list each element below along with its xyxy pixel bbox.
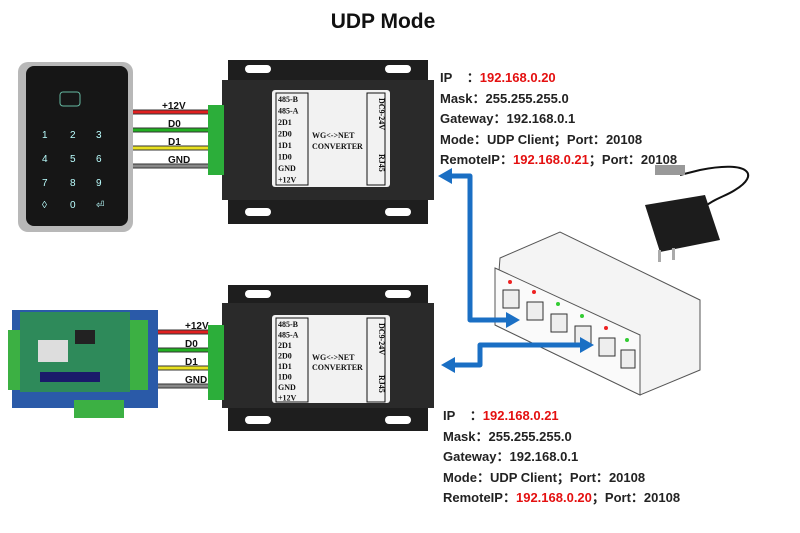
converter-name: WG<->NET bbox=[312, 353, 355, 362]
info-bottom: IP ：192.168.0.21 Mask：255.255.255.0 Gate… bbox=[443, 408, 681, 505]
converter-name: CONVERTER bbox=[312, 363, 363, 372]
converter-name: WG<->NET bbox=[312, 131, 355, 140]
wire-label: +12V bbox=[185, 321, 209, 332]
pin-label: 1D1 bbox=[278, 362, 292, 371]
svg-text:5: 5 bbox=[70, 154, 76, 165]
pin-label: 2D0 bbox=[278, 130, 292, 139]
keypad-reader: 1 2 3 4 5 6 7 8 9 ◊ 0 ⏎ bbox=[18, 62, 133, 232]
pin-label: GND bbox=[278, 164, 296, 173]
power-label: DC9-24V bbox=[377, 323, 386, 355]
pin-label: 485-A bbox=[278, 107, 299, 116]
converter-bottom bbox=[208, 285, 434, 431]
pin-label: 2D0 bbox=[278, 352, 292, 361]
ip-bottom: 192.168.0.21 bbox=[482, 408, 559, 423]
pin-label: 485-B bbox=[278, 320, 299, 329]
arrow-top-link bbox=[445, 173, 512, 323]
wire-label: +12V bbox=[162, 101, 186, 112]
info-top: IP ：192.168.0.20 Mask：255.255.255.0 Gate… bbox=[440, 70, 678, 167]
power-label: DC9-24V bbox=[377, 98, 386, 130]
svg-text:4: 4 bbox=[42, 154, 48, 165]
pin-label: 2D1 bbox=[278, 118, 292, 127]
wire-label: D0 bbox=[185, 339, 198, 350]
pin-label: 485-B bbox=[278, 95, 299, 104]
wire-label: GND bbox=[185, 375, 207, 386]
power-adapter bbox=[645, 165, 749, 262]
arrowhead bbox=[580, 337, 594, 353]
wire-label: D1 bbox=[185, 357, 198, 368]
svg-text:0: 0 bbox=[70, 200, 76, 211]
status-leds bbox=[508, 280, 629, 342]
arrowhead bbox=[441, 357, 455, 373]
wire-label: D0 bbox=[168, 119, 181, 130]
diagram-title: UDP Mode bbox=[330, 10, 436, 33]
rfid-icon bbox=[59, 91, 81, 107]
pin-label: 1D1 bbox=[278, 141, 292, 150]
svg-text:⏎: ⏎ bbox=[96, 200, 104, 211]
ip-top: 192.168.0.20 bbox=[479, 70, 556, 85]
pin-label: +12V bbox=[278, 176, 297, 185]
pin-label: GND bbox=[278, 383, 296, 392]
arrowhead bbox=[438, 168, 452, 184]
wire-label: D1 bbox=[168, 137, 181, 148]
svg-text:8: 8 bbox=[70, 178, 76, 189]
converter-name: CONVERTER bbox=[312, 142, 363, 151]
svg-text:9: 9 bbox=[96, 178, 102, 189]
svg-text:6: 6 bbox=[96, 154, 102, 165]
arrowhead bbox=[506, 312, 520, 328]
keypad-keys: 1 2 3 4 5 6 7 8 9 ◊ 0 ⏎ bbox=[42, 130, 104, 211]
pin-label: 1D0 bbox=[278, 153, 292, 162]
pin-label: +12V bbox=[278, 394, 297, 403]
svg-text:3: 3 bbox=[96, 130, 102, 141]
pin-label: 485-A bbox=[278, 331, 299, 340]
svg-text:1: 1 bbox=[42, 130, 48, 141]
svg-text:7: 7 bbox=[42, 178, 48, 189]
network-switch bbox=[494, 231, 701, 396]
pin-label: 2D1 bbox=[278, 341, 292, 350]
wire-label: GND bbox=[168, 155, 190, 166]
arrow-bottom-link bbox=[448, 342, 585, 368]
rj45-label: RJ45 bbox=[377, 154, 386, 172]
svg-text:◊: ◊ bbox=[42, 200, 47, 211]
access-controller-board bbox=[8, 310, 158, 418]
svg-text:2: 2 bbox=[70, 130, 76, 141]
converter-top bbox=[208, 60, 434, 224]
pin-label: 1D0 bbox=[278, 373, 292, 382]
rj45-label: RJ45 bbox=[377, 375, 386, 393]
